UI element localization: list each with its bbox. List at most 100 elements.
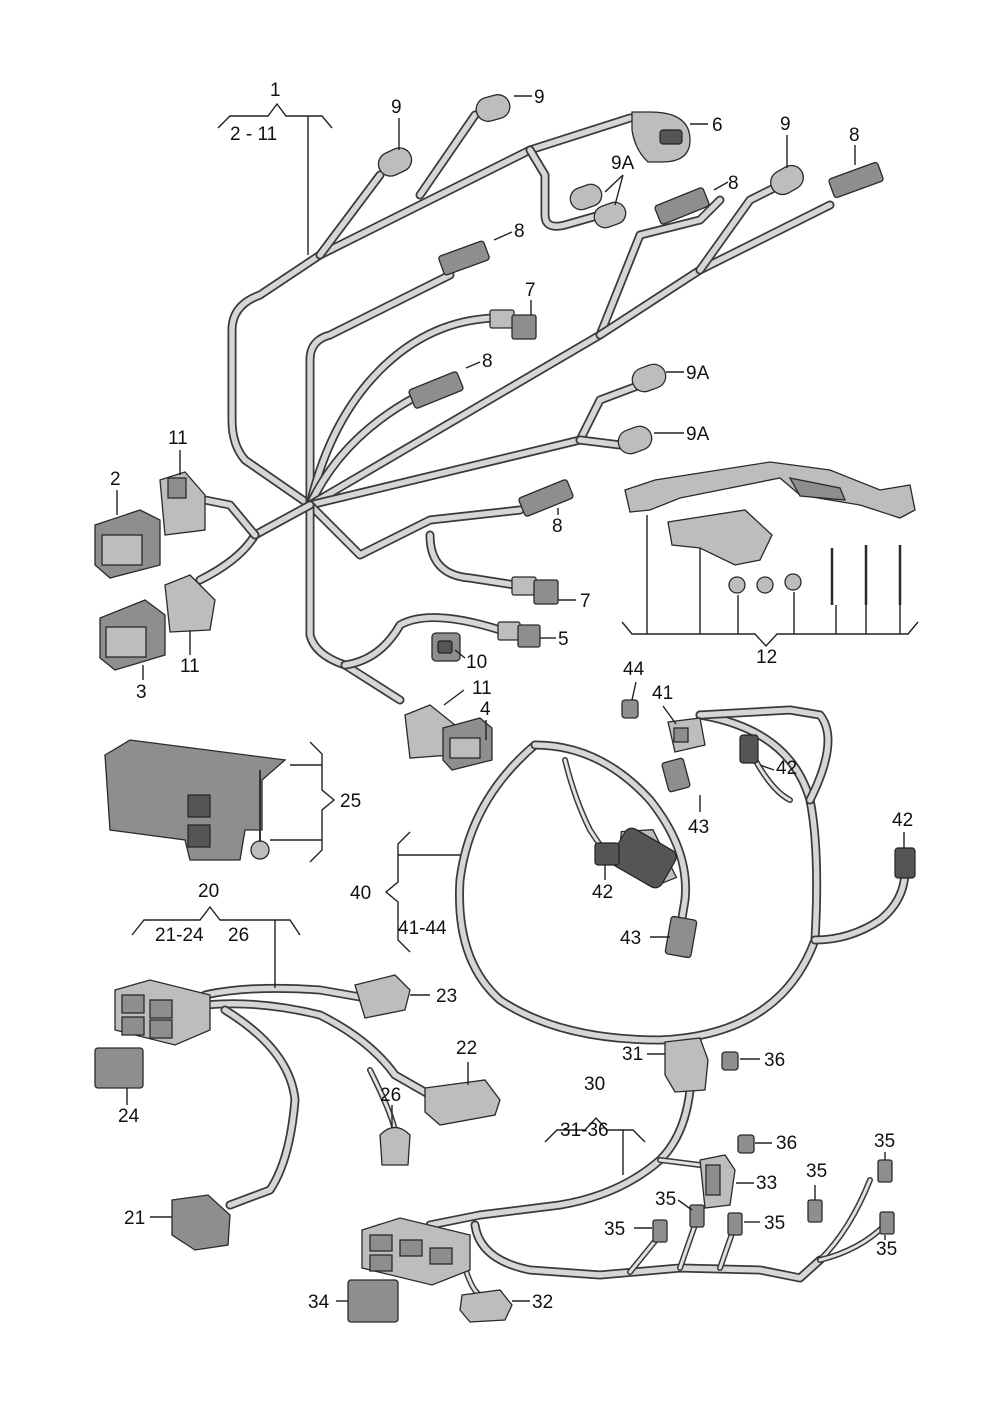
- callout-9-c: 9: [780, 114, 791, 135]
- callout-40: 40: [350, 883, 371, 904]
- callout-20: 20: [198, 881, 219, 902]
- callout-8-d: 8: [482, 351, 493, 372]
- callout-4: 4: [480, 699, 491, 720]
- mounting-plate-25: [104, 739, 287, 861]
- connector-35-e: [877, 1159, 893, 1183]
- callout-2: 2: [110, 469, 121, 490]
- connector-8-d: [408, 371, 464, 409]
- connector-21: [171, 1194, 231, 1251]
- connector-35-a: [652, 1219, 668, 1243]
- connector-9A-pair: [569, 183, 627, 229]
- connector-6: [631, 111, 691, 163]
- callout-25: 25: [340, 791, 361, 812]
- connector-5: [497, 621, 541, 648]
- connector-22: [424, 1079, 501, 1126]
- callout-23: 23: [436, 986, 457, 1007]
- connector-32: [459, 1289, 513, 1323]
- callout-41: 41: [652, 683, 673, 704]
- relay-24: [94, 1047, 144, 1089]
- callout-33: 33: [756, 1173, 777, 1194]
- callout-labels: 1 2 - 11 9 9 6 9 8 9A 8 8 7 8 9A 9A 11 2…: [110, 80, 913, 1313]
- connector-8-a: [438, 240, 490, 276]
- connector-35-f: [879, 1211, 895, 1235]
- connector-35-b: [689, 1204, 705, 1228]
- callout-9-b: 9: [534, 87, 545, 108]
- callout-9A-a: 9A: [611, 153, 635, 174]
- connector-7-a: [489, 309, 537, 340]
- callout-8-c: 8: [514, 221, 525, 242]
- callout-22: 22: [456, 1038, 477, 1059]
- callout-42-a: 42: [776, 758, 797, 779]
- bracket-11-middle: [164, 574, 216, 633]
- relay-panel-20: [114, 979, 211, 1046]
- clip-36-upper: [721, 1051, 739, 1071]
- connector-8-c: [828, 161, 884, 199]
- callout-26-header: 26: [228, 925, 249, 946]
- callout-9A-c: 9A: [686, 424, 710, 445]
- bracket-12-assembly: [624, 461, 916, 605]
- connector-9-top-middle: [475, 94, 511, 122]
- connector-23: [354, 974, 411, 1019]
- connector-9-right: [770, 164, 804, 196]
- callout-21: 21: [124, 1208, 145, 1229]
- callout-41-44: 41-44: [398, 918, 447, 939]
- connector-43-lower: [664, 915, 698, 959]
- callout-11-c: 11: [472, 678, 492, 699]
- callout-9-a: 9: [391, 97, 402, 118]
- callout-31: 31: [622, 1044, 643, 1065]
- callout-11-b: 11: [180, 656, 200, 677]
- connector-35-c: [727, 1212, 743, 1236]
- connector-35-d: [807, 1199, 823, 1223]
- clip-26: [379, 1126, 411, 1166]
- callout-3: 3: [136, 682, 147, 703]
- clip-36-lower: [737, 1134, 755, 1154]
- callout-8-e: 8: [552, 516, 563, 537]
- callout-24: 24: [118, 1106, 140, 1127]
- connector-8-e: [518, 479, 574, 517]
- callout-9A-b: 9A: [686, 363, 710, 384]
- wiring-harness-40: [455, 705, 910, 1045]
- connector-9A-right-a: [631, 363, 667, 393]
- callout-42-b: 42: [892, 810, 913, 831]
- bracket-11-top: [159, 471, 206, 536]
- relay-panel-30: [361, 1217, 471, 1286]
- switch-2: [94, 509, 161, 579]
- connector-7-b: [511, 576, 559, 605]
- callout-34: 34: [308, 1292, 330, 1313]
- connector-31: [664, 1037, 709, 1093]
- callout-35-b: 35: [655, 1189, 676, 1210]
- callout-43-a: 43: [688, 817, 709, 838]
- connector-8-b: [654, 187, 710, 225]
- callout-36-b: 36: [776, 1133, 797, 1154]
- callout-36-a: 36: [764, 1050, 785, 1071]
- connector-9A-right-b: [617, 425, 653, 455]
- relay-34: [347, 1279, 399, 1323]
- connector-33: [699, 1154, 736, 1209]
- callout-31-36: 31-36: [560, 1120, 609, 1141]
- callout-11-a: 11: [168, 428, 188, 449]
- wiring-harness-1: [195, 110, 835, 705]
- blind-rivets: [830, 545, 902, 605]
- rivet-pair-left: [728, 573, 802, 594]
- switch-3: [99, 599, 166, 671]
- callout-35-a: 35: [604, 1219, 625, 1240]
- connector-42-right: [894, 847, 916, 879]
- connector-42-lower: [594, 842, 620, 866]
- callout-35-f: 35: [876, 1239, 897, 1260]
- callout-42-c: 42: [592, 882, 613, 903]
- switch-4: [442, 717, 493, 771]
- callout-5: 5: [558, 629, 569, 650]
- connector-43-upper: [661, 757, 691, 793]
- callout-6: 6: [712, 115, 723, 136]
- callout-8-b: 8: [728, 173, 739, 194]
- connector-41: [667, 717, 706, 753]
- callout-35-d: 35: [806, 1161, 827, 1182]
- callout-2-11: 2 - 11: [230, 124, 277, 145]
- callout-21-24: 21-24: [155, 925, 204, 946]
- connector-42-upper: [739, 734, 759, 764]
- callout-7-b: 7: [580, 591, 591, 612]
- leader-lines: [116, 95, 919, 1302]
- callout-12: 12: [756, 647, 777, 668]
- callout-7-a: 7: [525, 280, 536, 301]
